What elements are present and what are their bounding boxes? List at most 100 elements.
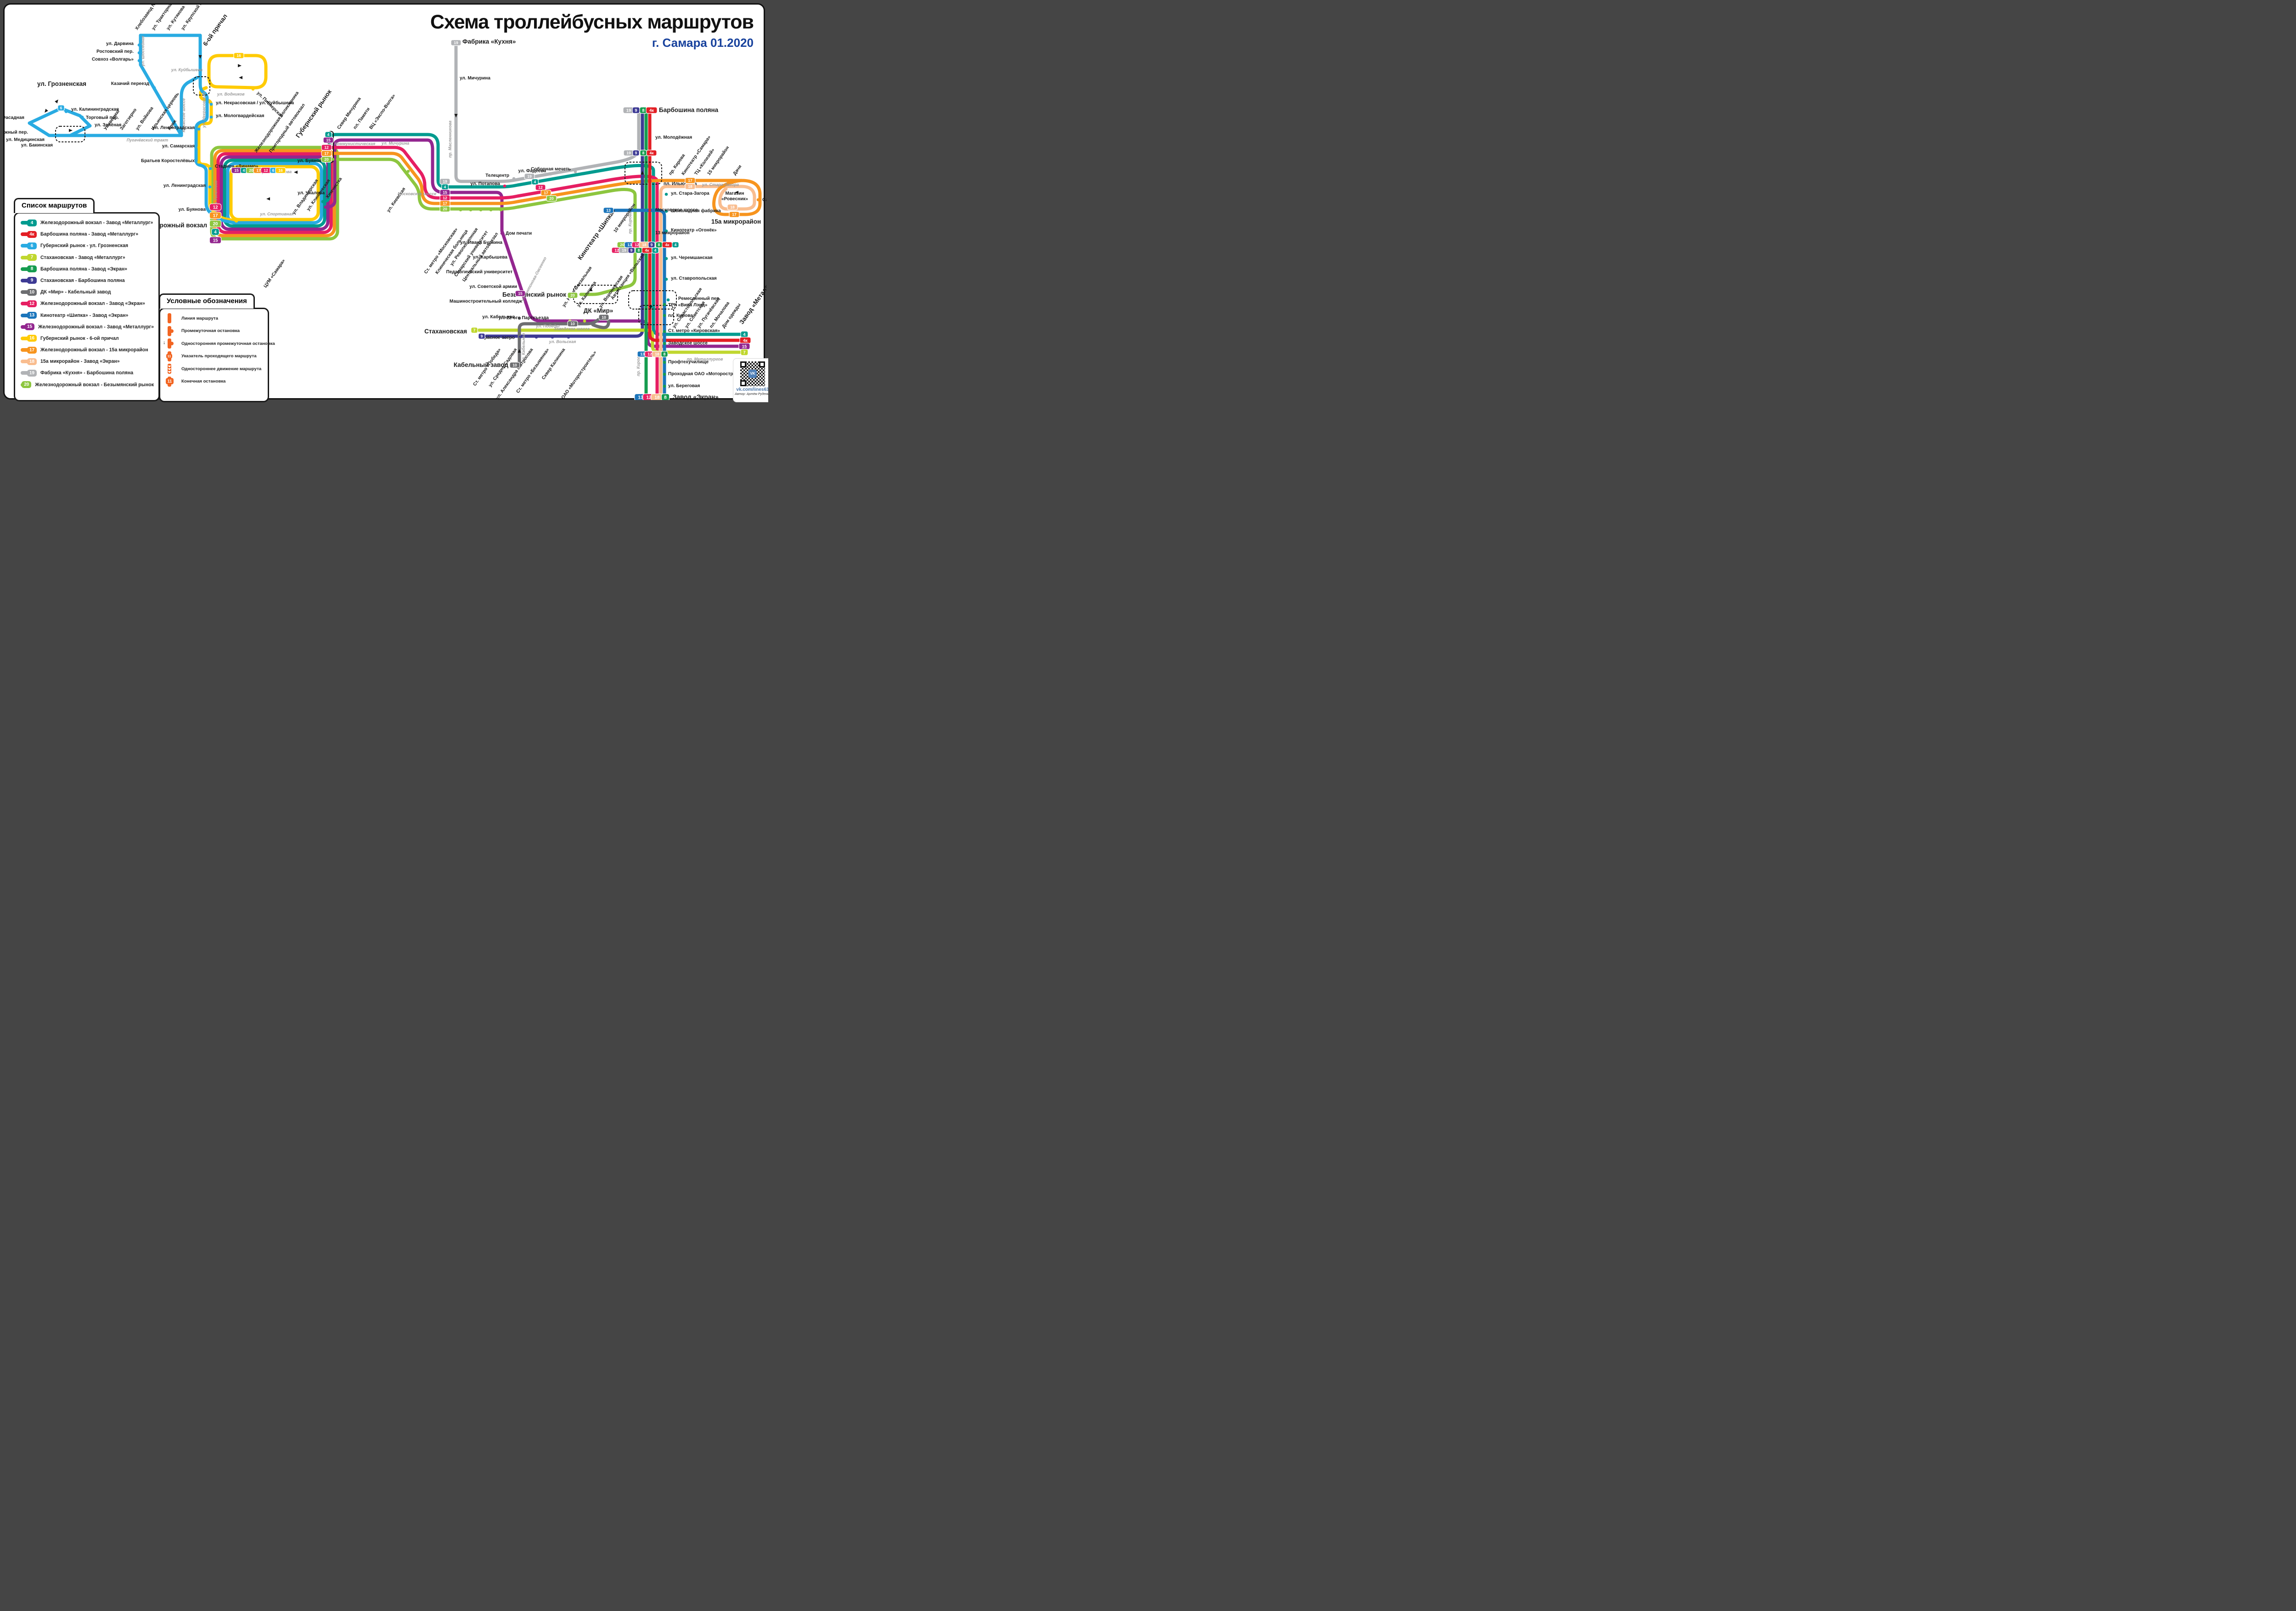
stop-label: ул. Карбышева (473, 254, 508, 260)
direction-arrow-icon (454, 114, 458, 118)
route-badge-number: 4 (675, 242, 677, 247)
route-badge-number: 4к (650, 151, 654, 155)
street-label: ул. Кабельная (521, 333, 526, 363)
stop-label: ВЦ «Экспо-Волга» (368, 93, 396, 130)
route-badge-number: 12 (647, 352, 652, 356)
stop-dot (372, 133, 376, 136)
stop-dot (663, 361, 666, 364)
stop-dot (663, 330, 666, 333)
route-badge-number: 20 (620, 242, 625, 247)
stop-dot (170, 134, 174, 137)
legend-label: Одностороннее движение маршрута (181, 366, 262, 372)
stop-label: Торговый пер. (86, 115, 119, 120)
stop-label: Кинотеатр «Огонёк» (671, 228, 717, 233)
route-badge-number: 17 (544, 191, 548, 195)
direction-arrow-icon (45, 108, 48, 113)
route-line-16 (207, 54, 268, 90)
qr-card: VK vk.com/lines63 Автор: Артём Руденко (733, 358, 768, 402)
stop-label: ул. Чкалова (298, 191, 325, 196)
route-badge-number: 12 (213, 205, 218, 210)
stop-dot (664, 257, 668, 260)
stop-dot (648, 231, 652, 235)
direction-arrow-icon (239, 76, 242, 79)
route-badge-number: 4к (665, 242, 670, 247)
street-label: ул. Стара-Загора (702, 182, 739, 187)
route-badge-number: 7 (473, 328, 476, 332)
route-badge-number: 12 (635, 242, 639, 247)
route-badge-number: 17 (443, 201, 447, 206)
route-badge-8: 8 (27, 265, 37, 273)
stop-dot (28, 121, 31, 125)
stop-label: ул. Молодёжная (655, 135, 692, 140)
street-label: Кряжское шоссе (181, 98, 186, 132)
stop-dot (736, 179, 740, 182)
direction-arrow-icon (641, 171, 644, 175)
stop-dot (663, 303, 666, 306)
route-name: ДК «Мир» - Кабельный завод (40, 289, 111, 295)
route-badge-number: 15 (742, 344, 747, 349)
route-line-swatch (21, 255, 30, 259)
street-label: ул. Шоссейная (141, 35, 145, 67)
stop-label: ул. Ленинградская (163, 183, 206, 188)
map-canvas: ул. Грозненскаяул. Фасаднаяул. Калинингр… (3, 3, 768, 402)
route-badge-number: 18 (655, 352, 659, 356)
route-badge-18 (727, 204, 738, 210)
stop-label: ТРК «Вива Лэнд» (668, 303, 708, 308)
stop-dot (208, 167, 212, 170)
route-badge-4 (531, 179, 539, 185)
route-badge-number: 15 (443, 190, 447, 195)
route-badge-number: 9 (635, 151, 637, 155)
stop-label: ул. Мичурина (460, 76, 490, 81)
route-line-6 (139, 63, 183, 137)
route-badge-20 (439, 206, 450, 212)
stop-label: Проходная ОАО «Моторостроитель» (668, 372, 752, 377)
stop-dot (710, 179, 714, 182)
stop-dot (648, 208, 652, 212)
stop-dot (208, 185, 212, 189)
vk-logo-icon: VK (748, 370, 757, 378)
stop-dot (152, 86, 156, 90)
stop-dot (672, 179, 675, 182)
route-badge-number: 4 (327, 132, 330, 137)
route-badge-20 (567, 292, 578, 299)
hub-ring-20 (210, 146, 339, 241)
legend-stop-icon (166, 326, 181, 336)
stop-dot (499, 208, 503, 212)
stop-label: ОАО «Моторостроитель» (561, 350, 598, 400)
stop-label: Дачи (732, 164, 743, 176)
stop-dot (479, 208, 483, 212)
stop-label: Профтехучилище (668, 359, 709, 365)
stop-dot (619, 208, 623, 212)
stop-label: Педагогический университет (446, 270, 512, 275)
stop-label: ул. Береговая (668, 383, 700, 389)
stop-dot (503, 184, 506, 188)
stop-label: Казачий переезд (111, 81, 150, 86)
stop-label: Стадион «Динамо» (215, 164, 259, 169)
route-badge-9: 9 (27, 277, 37, 284)
legend-item: Одностороннее движение маршрута (166, 364, 264, 374)
stop-label: Красное озеро (482, 335, 515, 340)
direction-arrow-icon (238, 64, 242, 68)
street-label: Заводское шоссе (554, 327, 590, 331)
route-badge-4 (211, 228, 219, 236)
legend-label: Линия маршрута (181, 315, 218, 321)
route-badge-number: 18 (688, 184, 692, 189)
page-title: Схема троллейбусных маршрутов (430, 11, 754, 33)
direction-arrow-icon (294, 170, 298, 174)
stop-dot (664, 277, 668, 281)
stop-label: Московское шоссе (655, 208, 698, 213)
route-badge-10: 10 (27, 288, 37, 296)
legend-label: Промежуточная остановка (181, 328, 240, 333)
stop-label: ул. 22-ого Партсъезда (499, 315, 549, 321)
route-badge-number: 20 (249, 168, 253, 173)
stop-label: ул. Стара-Загора (671, 191, 709, 196)
stop-dot (713, 332, 716, 336)
stop-dot (343, 158, 347, 161)
route-badge-number: 13 (606, 208, 611, 213)
route-line-17 (332, 152, 743, 205)
route-badge-number: 8 (642, 108, 644, 113)
stop-label: ул. Дарвина (106, 41, 134, 46)
stop-dot (518, 316, 521, 320)
